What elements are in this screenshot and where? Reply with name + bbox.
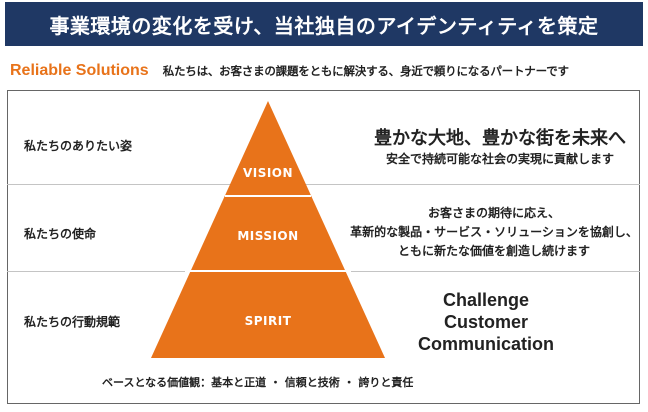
mission-line: 革新的な製品・サービス・ソリューションを協創し、 bbox=[350, 225, 638, 239]
page-title: 事業環境の変化を受け、当社独自のアイデンティティを策定 bbox=[5, 2, 643, 46]
spirit-word: Communication bbox=[417, 334, 555, 354]
row-divider bbox=[7, 184, 640, 185]
row-label-spirit: 私たちの行動規範 bbox=[24, 315, 121, 329]
spirit-word: Customer bbox=[443, 312, 529, 332]
vision-headline: 豊かな大地、豊かな街を未来へ bbox=[374, 128, 626, 149]
spirit-word: Challenge bbox=[442, 290, 530, 310]
level-spirit: SPIRIT bbox=[244, 314, 292, 328]
level-vision: VISION bbox=[242, 166, 294, 180]
values-footer: ベースとなる価値観：基本と正道 ・ 信頼と技術 ・ 誇りと責任 bbox=[102, 376, 414, 389]
mission-line: ともに新たな価値を創造し続けます bbox=[397, 244, 591, 258]
tagline: 私たちは、お客さまの課題をともに解決する、身近で頼りになるパートナーです bbox=[162, 64, 569, 78]
vision-subtext: 安全で持続可能な社会の実現に貢献します bbox=[385, 152, 615, 166]
pyramid-shape bbox=[151, 101, 385, 358]
row-label-vision: 私たちのありたい姿 bbox=[24, 139, 133, 153]
tagline-row: Reliable Solutions 私たちは、お客さまの課題をともに解決する、… bbox=[10, 58, 569, 84]
mission-line: お客さまの期待に応え、 bbox=[427, 206, 561, 220]
level-mission: MISSION bbox=[237, 229, 299, 243]
identity-frame bbox=[7, 90, 640, 404]
row-label-mission: 私たちの使命 bbox=[24, 227, 97, 241]
brand-name: Reliable Solutions bbox=[10, 62, 149, 79]
